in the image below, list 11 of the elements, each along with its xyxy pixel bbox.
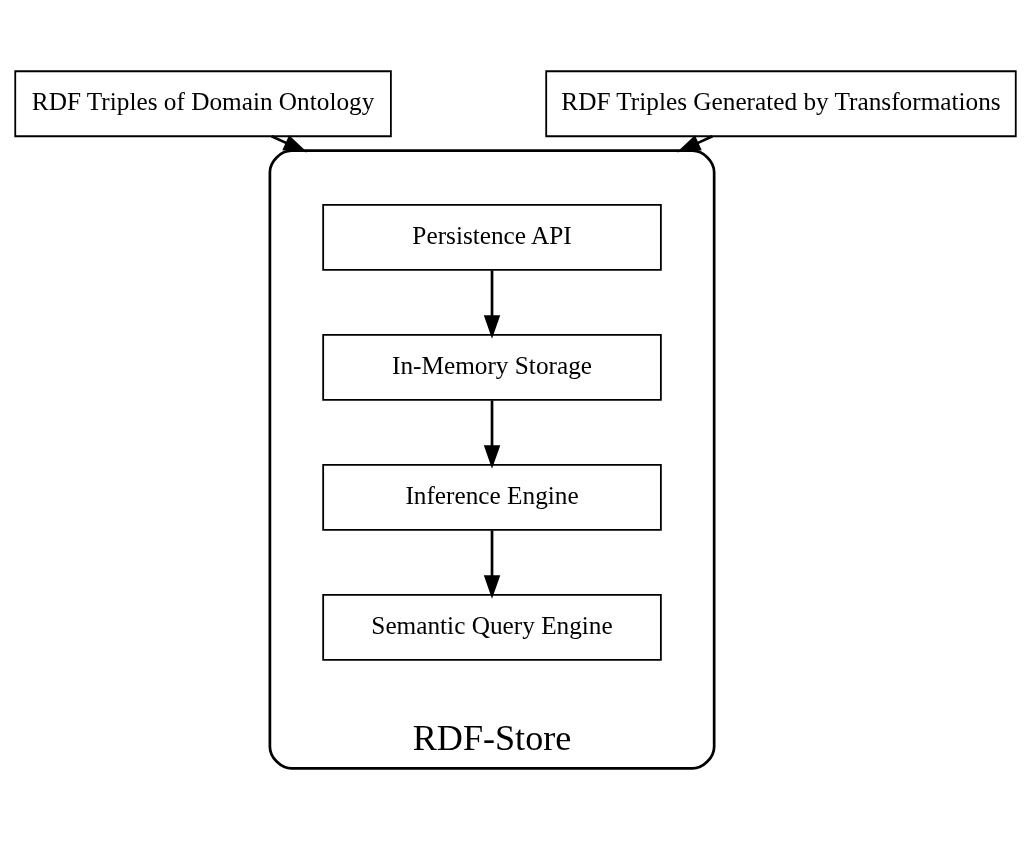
node-box: In-Memory Storage <box>322 333 662 401</box>
node-box: RDF Triples Generated by Transformations <box>545 69 1017 137</box>
arrow <box>483 269 501 339</box>
node-box: Persistence API <box>322 203 662 271</box>
arrow <box>676 134 714 152</box>
arrow <box>483 399 501 469</box>
arrow <box>271 134 308 152</box>
node-box: RDF Triples of Domain Ontology <box>14 69 392 137</box>
arrow <box>483 530 501 599</box>
node-box: Inference Engine <box>322 463 662 531</box>
node-box: Semantic Query Engine <box>322 593 662 661</box>
